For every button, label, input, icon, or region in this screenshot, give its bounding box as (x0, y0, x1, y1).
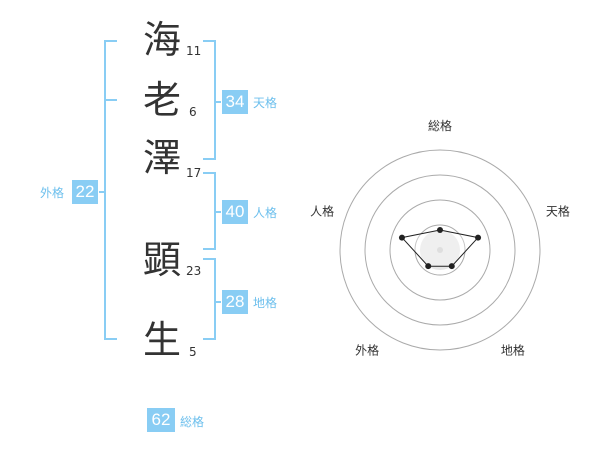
name-char-2: 老 (142, 78, 181, 122)
name-char-3: 澤 (142, 136, 181, 180)
gaikaku-label: 外格 (40, 186, 65, 200)
radar-point-1 (437, 227, 443, 233)
radar-ring (389, 199, 491, 301)
radar-point-3 (448, 263, 455, 270)
name-char-5: 生 (142, 318, 181, 362)
radar-point-4 (425, 263, 432, 270)
stroke-count-2: 6 (189, 105, 197, 119)
radar-axis-label-4: 外格 (355, 342, 379, 357)
gaikaku-value-badge: 22 (72, 180, 98, 204)
tenkaku-label: 天格 (253, 96, 278, 110)
radar-axis-label-2: 天格 (546, 204, 570, 219)
radar-ring (414, 224, 466, 276)
chikaku-label: 地格 (253, 296, 278, 310)
radar-point-5 (398, 234, 405, 241)
radar-ring (339, 149, 541, 351)
radar-axis-label-3: 地格 (501, 342, 525, 357)
stroke-count-4: 23 (186, 264, 202, 278)
radar-ring (364, 174, 516, 326)
chikaku-value-badge: 28 (222, 290, 248, 314)
stroke-count-3: 17 (186, 166, 202, 180)
name-char-1: 海 (142, 18, 181, 62)
name-char-4: 顕 (142, 238, 181, 282)
stroke-count-1: 11 (186, 44, 202, 58)
jinkaku-label: 人格 (253, 206, 278, 220)
stroke-count-5: 5 (189, 345, 197, 359)
radar-series-polygon (401, 229, 479, 267)
radar-point-2 (475, 234, 482, 241)
soukaku-label: 総格 (180, 415, 205, 429)
tenkaku-value-badge: 34 (222, 90, 248, 114)
radar-center-dot (437, 247, 443, 253)
jinkaku-value-badge: 40 (222, 200, 248, 224)
radar-axis-label-1: 総格 (428, 118, 452, 133)
soukaku-value-badge: 62 (147, 408, 175, 432)
radar-axis-label-5: 人格 (310, 204, 334, 219)
